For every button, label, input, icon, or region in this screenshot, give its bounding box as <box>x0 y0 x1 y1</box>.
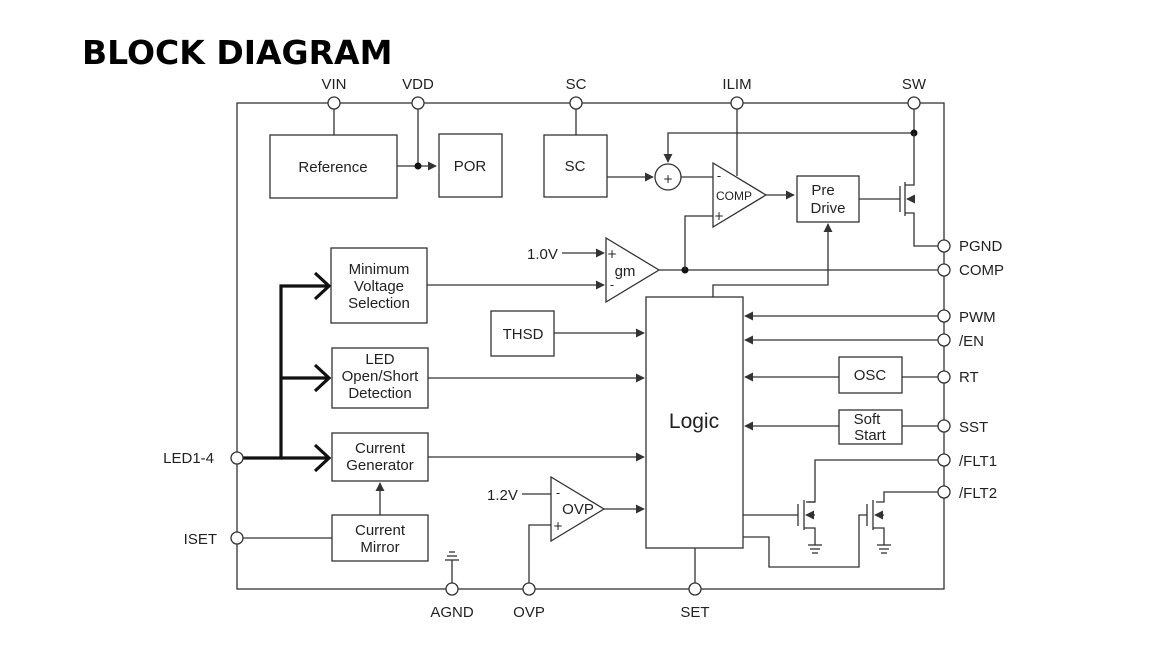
min-voltage-line2: Voltage <box>354 278 404 295</box>
por-label: POR <box>454 158 487 175</box>
fault1-mosfet <box>743 459 938 554</box>
pin-rt-label: RT <box>959 369 979 386</box>
min-voltage-block: Minimum Voltage Selection <box>330 247 428 324</box>
pin-en: /EN <box>937 333 984 350</box>
fault2-mosfet <box>743 491 938 568</box>
led-bus <box>243 271 332 473</box>
gm-reference: 1.0V <box>527 246 558 263</box>
pin-set: SET <box>680 548 710 621</box>
current-mirror-line1: Current <box>355 522 406 539</box>
led-detect-block: LED Open/Short Detection <box>331 347 429 409</box>
por-block: POR <box>438 133 503 198</box>
led-detect-line1: LED <box>365 351 394 368</box>
diagram-title: BLOCK DIAGRAM <box>82 33 392 72</box>
current-mirror-block: Current Mirror <box>331 514 429 562</box>
pin-ovp-label: OVP <box>513 604 545 621</box>
comp-comparator: COMP - + <box>712 161 768 229</box>
current-gen-line1: Current <box>355 440 406 457</box>
soft-start-block: Soft Start <box>838 409 903 445</box>
pin-sw: SW <box>902 76 927 133</box>
pin-rt: RT <box>937 369 979 386</box>
led-detect-line3: Detection <box>348 385 411 402</box>
ovp-comparator: OVP - + <box>550 475 606 543</box>
pin-pgnd: PGND <box>937 238 1003 255</box>
comp-label: COMP <box>716 189 752 203</box>
pin-comp-label: COMP <box>959 262 1004 279</box>
current-gen-line2: Generator <box>346 457 414 474</box>
pin-vin-label: VIN <box>321 76 346 93</box>
reference-label: Reference <box>298 159 367 176</box>
pin-pwm-label: PWM <box>959 309 996 326</box>
summing-junction: + <box>654 163 682 191</box>
pin-ovp: OVP <box>513 582 545 621</box>
pin-flt1: /FLT1 <box>937 453 997 470</box>
pin-comp: COMP <box>937 262 1004 279</box>
thsd-block: THSD <box>490 310 555 357</box>
pre-drive-line1: Pre <box>811 182 834 199</box>
gm-amplifier: gm + - <box>605 236 661 304</box>
pre-drive-block: Pre Drive <box>796 175 860 223</box>
pin-agnd-label: AGND <box>430 604 474 621</box>
reference-block: Reference <box>269 134 398 199</box>
pin-sst: SST <box>937 419 988 436</box>
soft-start-line1: Soft <box>854 411 882 428</box>
pin-set-label: SET <box>680 604 709 621</box>
gm-minus: - <box>610 278 614 292</box>
min-voltage-line1: Minimum <box>349 261 410 278</box>
pin-agnd: AGND <box>430 551 474 621</box>
svg-text:+: + <box>663 172 673 186</box>
ovp-comp-label: OVP <box>562 501 594 518</box>
pin-sst-label: SST <box>959 419 988 436</box>
pin-ilim-label: ILIM <box>722 76 751 93</box>
gm-label: gm <box>615 263 636 280</box>
led-detect-line2: Open/Short <box>342 368 420 385</box>
logic-label: Logic <box>669 410 719 433</box>
current-gen-block: Current Generator <box>331 432 429 482</box>
pin-sc: SC <box>566 76 587 135</box>
pin-sw-label: SW <box>902 76 927 93</box>
pin-vdd: VDD <box>402 76 434 166</box>
logic-block: Logic <box>645 296 744 549</box>
power-mosfet <box>859 133 938 247</box>
pin-pwm: PWM <box>937 309 996 326</box>
soft-start-line2: Start <box>854 427 887 444</box>
pin-pgnd-label: PGND <box>959 238 1003 255</box>
gm-plus: + <box>607 247 617 261</box>
pin-led: LED1-4 <box>163 450 244 467</box>
pin-ilim: ILIM <box>722 76 752 176</box>
pin-iset: ISET <box>184 531 332 548</box>
pin-vdd-label: VDD <box>402 76 434 93</box>
current-mirror-line2: Mirror <box>360 539 399 556</box>
osc-label: OSC <box>854 367 887 384</box>
osc-block: OSC <box>838 356 903 394</box>
sc-block-label: SC <box>565 158 586 175</box>
ovp-reference: 1.2V <box>487 487 518 504</box>
pin-iset-label: ISET <box>184 531 217 548</box>
thsd-label: THSD <box>503 326 544 343</box>
min-voltage-line3: Selection <box>348 295 410 312</box>
pin-en-label: /EN <box>959 333 984 350</box>
pin-flt2-label: /FLT2 <box>959 485 997 502</box>
comp-minus: - <box>717 169 721 183</box>
pin-vin: VIN <box>321 76 347 135</box>
pin-flt1-label: /FLT1 <box>959 453 997 470</box>
pin-sc-label: SC <box>566 76 587 93</box>
ovp-minus: - <box>556 486 560 500</box>
comp-plus: + <box>714 209 724 223</box>
ovp-plus: + <box>553 519 563 533</box>
pre-drive-line2: Drive <box>810 200 845 217</box>
sc-block: SC <box>543 134 608 198</box>
pin-led-label: LED1-4 <box>163 450 214 467</box>
pin-flt2: /FLT2 <box>937 485 997 502</box>
